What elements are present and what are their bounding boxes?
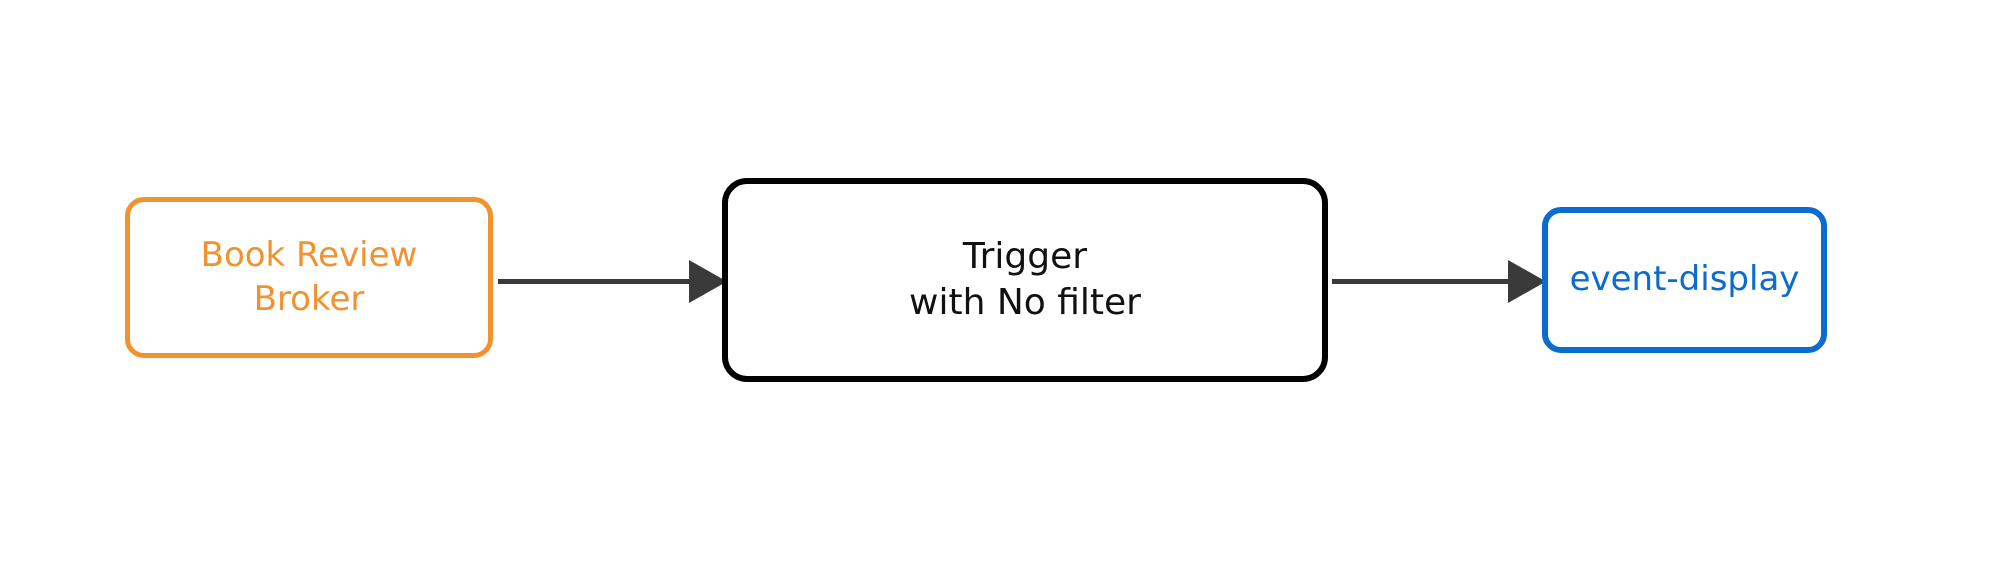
node-trigger-label-line-2: with No filter <box>909 282 1141 323</box>
arrowhead-icon <box>1508 260 1546 303</box>
edge-trigger-to-sink <box>1332 260 1546 303</box>
node-sink-label: event-display <box>1569 259 1800 300</box>
arrowhead-icon <box>689 260 727 303</box>
node-broker-label-line-1: Book Review <box>200 234 418 275</box>
edge-broker-to-trigger <box>498 260 727 303</box>
node-trigger-with-no-filter[interactable]: Trigger with No filter <box>722 178 1328 382</box>
node-book-review-broker[interactable]: Book Review Broker <box>125 197 493 358</box>
node-broker-label-line-2: Broker <box>253 278 365 319</box>
node-trigger-label-line-1: Trigger <box>962 235 1088 277</box>
node-event-display[interactable]: event-display <box>1542 207 1827 353</box>
